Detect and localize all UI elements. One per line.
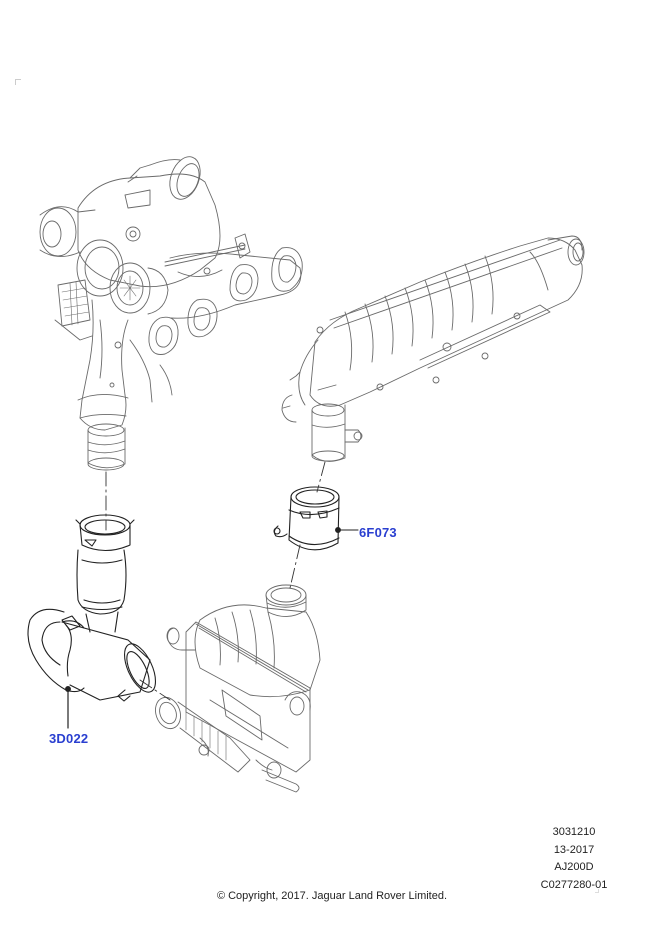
turbocharger-assembly — [39, 156, 303, 471]
engine-code: AJ200D — [554, 861, 594, 873]
illustration-date: 13-2017 — [553, 843, 595, 856]
intercooler — [155, 584, 321, 793]
assembly-centerlines — [105, 461, 326, 701]
catalog-reference: C0277280-01 — [540, 878, 608, 891]
copyright-notice: © Copyright, 2017. Jaguar Land Rover Lim… — [216, 890, 448, 902]
illustration-info-block: 3031210 13-2017 AJ200D C0277280-01 — [520, 824, 628, 894]
duct-3d022 — [27, 514, 157, 729]
intake-manifold — [281, 235, 585, 462]
connector-6f073 — [273, 486, 341, 551]
crop-mark-top-left — [15, 79, 21, 85]
callout-3d022[interactable]: 3D022 — [49, 731, 89, 746]
callout-6f073[interactable]: 6F073 — [359, 525, 397, 540]
illustration-number: 3031210 — [552, 826, 596, 838]
crop-mark-bottom-right — [595, 889, 599, 893]
